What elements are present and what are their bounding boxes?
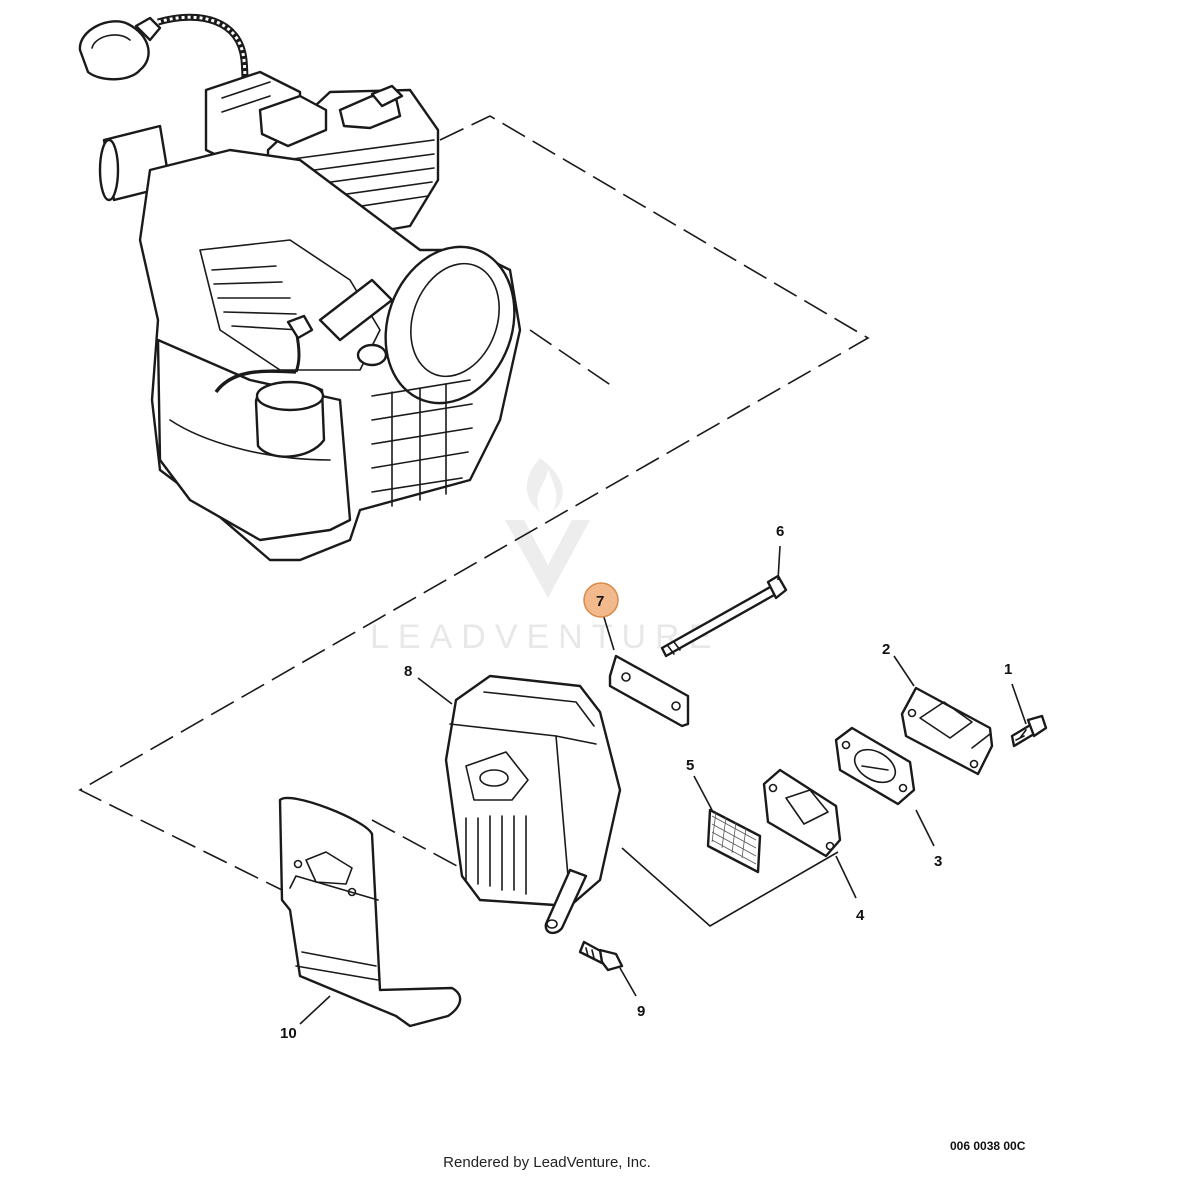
- part-8-muffler[interactable]: [444, 674, 622, 935]
- callout-labels: 1 2 3 4 5 6 7 8 9 10: [280, 523, 1012, 1042]
- callout-3[interactable]: 3: [934, 853, 942, 870]
- leader-lines: [299, 545, 1027, 1025]
- assembly-dashed-outline: [78, 115, 870, 927]
- part-9-screw[interactable]: [578, 940, 624, 972]
- callout-1[interactable]: 1: [1004, 661, 1012, 678]
- part-10-shield[interactable]: [278, 796, 462, 1028]
- callout-7[interactable]: 7: [596, 593, 604, 610]
- leadventure-watermark: LEADVENTURE: [370, 458, 720, 656]
- callout-4[interactable]: 4: [856, 907, 865, 924]
- part-4-gasket[interactable]: [762, 768, 842, 858]
- part-6-bolt[interactable]: [660, 574, 788, 658]
- part-3-gasket[interactable]: [834, 726, 916, 806]
- render-credit: Rendered by LeadVenture, Inc.: [443, 1154, 651, 1171]
- callout-7-highlight[interactable]: [583, 582, 619, 618]
- callout-2[interactable]: 2: [882, 641, 890, 658]
- part-5-screen[interactable]: [706, 808, 762, 874]
- drawing-code: 006 0038 00C: [950, 1139, 1026, 1153]
- callout-8[interactable]: 8: [404, 663, 412, 680]
- callout-10[interactable]: 10: [280, 1025, 297, 1042]
- callout-6[interactable]: 6: [776, 523, 784, 540]
- part-2-flange[interactable]: [900, 686, 994, 776]
- watermark-text: LEADVENTURE: [370, 618, 720, 656]
- callout-9[interactable]: 9: [637, 1003, 645, 1020]
- part-1-screw[interactable]: [1010, 714, 1048, 748]
- engine-assembly: [78, 13, 522, 562]
- part-7-plate[interactable]: [608, 654, 690, 728]
- callout-5[interactable]: 5: [686, 757, 694, 774]
